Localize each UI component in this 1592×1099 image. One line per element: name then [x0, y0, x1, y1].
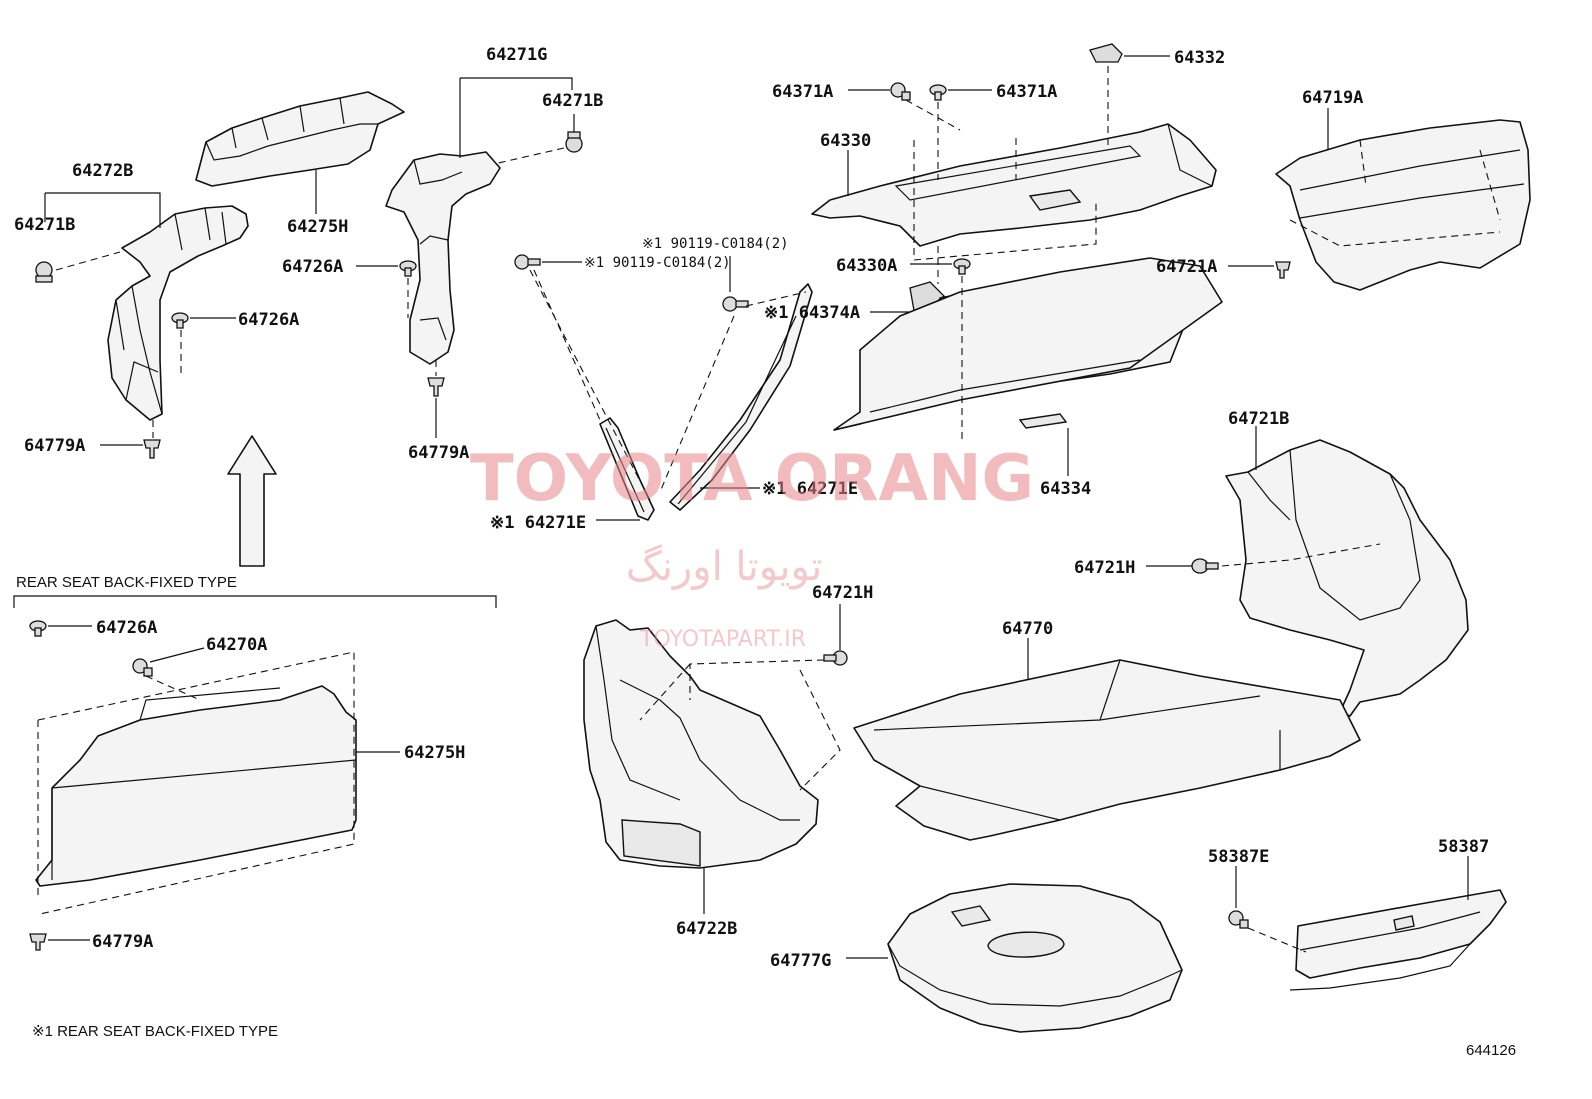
clip-64271B-top[interactable]	[565, 131, 583, 153]
label-64275H-top: 64275H	[287, 217, 348, 237]
label-64779A-mid: 64779A	[408, 443, 469, 463]
watermark-url: TOYOTAPART.IR	[639, 627, 806, 652]
watermark-brand-fa: تویوتا اورنگ	[626, 544, 822, 590]
part-64271G-pillar-trim[interactable]	[385, 151, 501, 365]
clip-64371A-right[interactable]	[929, 84, 947, 101]
cap-64332[interactable]	[1089, 43, 1123, 63]
clip-64721H-right[interactable]	[1191, 558, 1219, 574]
clip-64726A-left[interactable]	[171, 312, 189, 329]
label-58387: 58387	[1438, 837, 1489, 857]
part-64334-panel[interactable]	[833, 257, 1223, 431]
label-64722B: 64722B	[676, 919, 737, 939]
label-64271G: 64271G	[486, 45, 547, 65]
watermark-brand: TOYOTA ORANG	[470, 442, 1034, 516]
label-64721A: 64721A	[1156, 257, 1217, 277]
part-64770-floor-mat[interactable]	[853, 659, 1361, 841]
label-64334: 64334	[1040, 479, 1091, 499]
clip-64721A[interactable]	[1275, 261, 1291, 279]
section-bracket	[13, 595, 497, 608]
label-64271B-left: 64271B	[14, 215, 75, 235]
part-64777G-tire-cover[interactable]	[887, 883, 1183, 1033]
clip-58387E[interactable]	[1228, 910, 1249, 929]
label-64721B: 64721B	[1228, 409, 1289, 429]
label-64371A-right: 64371A	[996, 82, 1057, 102]
label-64332: 64332	[1174, 48, 1225, 68]
part-64719A-cover[interactable]	[1275, 119, 1531, 291]
label-64721H-right: 64721H	[1074, 558, 1135, 578]
label-64374A: ※1 64374A	[764, 303, 860, 323]
label-64330A: 64330A	[836, 256, 897, 276]
clip-64779A-mid[interactable]	[427, 377, 445, 397]
section-title: REAR SEAT BACK-FIXED TYPE	[16, 574, 237, 591]
label-90119-mid: ※1 90119-C0184(2)	[584, 255, 731, 271]
label-64271B-top: 64271B	[542, 91, 603, 111]
label-64271E-left: ※1 64271E	[490, 513, 586, 533]
label-58387E: 58387E	[1208, 847, 1269, 867]
clip-64726A-mid[interactable]	[399, 260, 417, 277]
label-64371A-left: 64371A	[772, 82, 833, 102]
clip-64371A-left[interactable]	[890, 82, 911, 101]
label-64270A: 64270A	[206, 635, 267, 655]
label-64726A-left: 64726A	[238, 310, 299, 330]
clip-64271B-left[interactable]	[35, 261, 53, 283]
clip-64721H-mid[interactable]	[823, 650, 848, 666]
clip-64779A-left[interactable]	[143, 439, 161, 459]
label-64272B: 64272B	[72, 161, 133, 181]
label-64275H-bot: 64275H	[404, 743, 465, 763]
label-64271E-right: ※1 64271E	[762, 479, 858, 499]
clip-64779A-bot[interactable]	[29, 933, 47, 951]
label-64777G: 64777G	[770, 951, 831, 971]
part-64271E-right-strip[interactable]	[669, 283, 813, 511]
label-64726A-bot: 64726A	[96, 618, 157, 638]
clip-64330A[interactable]	[953, 258, 971, 275]
label-64721H-mid: 64721H	[812, 583, 873, 603]
part-64275H-lower-trim[interactable]	[35, 685, 357, 887]
label-90119-top: ※1 90119-C0184(2)	[642, 236, 789, 252]
diagram-id: 644126	[1466, 1042, 1516, 1059]
screw-90119-mid[interactable]	[514, 254, 541, 270]
part-64721B-side-trim[interactable]	[1225, 439, 1469, 717]
label-64779A-bot: 64779A	[92, 932, 153, 952]
part-64722B-side-trim[interactable]	[583, 619, 819, 869]
screw-90119-top[interactable]	[722, 296, 749, 312]
label-64726A-mid: 64726A	[282, 257, 343, 277]
clip-64726A-bot[interactable]	[29, 620, 47, 637]
part-58387-scuff-plate[interactable]	[1289, 889, 1507, 991]
part-64275H-upper-trim[interactable]	[195, 91, 405, 187]
bracket-64272B	[44, 192, 161, 228]
up-arrow-icon	[227, 435, 277, 567]
label-64770: 64770	[1002, 619, 1053, 639]
part-64330-package-tray[interactable]	[811, 123, 1217, 247]
label-64779A-left: 64779A	[24, 436, 85, 456]
clip-64270A[interactable]	[132, 658, 153, 677]
label-64719A: 64719A	[1302, 88, 1363, 108]
bracket-64271G	[459, 77, 573, 158]
footnote: ※1 REAR SEAT BACK-FIXED TYPE	[32, 1023, 278, 1040]
label-64330: 64330	[820, 131, 871, 151]
part-64272B-side-trim[interactable]	[107, 205, 249, 421]
